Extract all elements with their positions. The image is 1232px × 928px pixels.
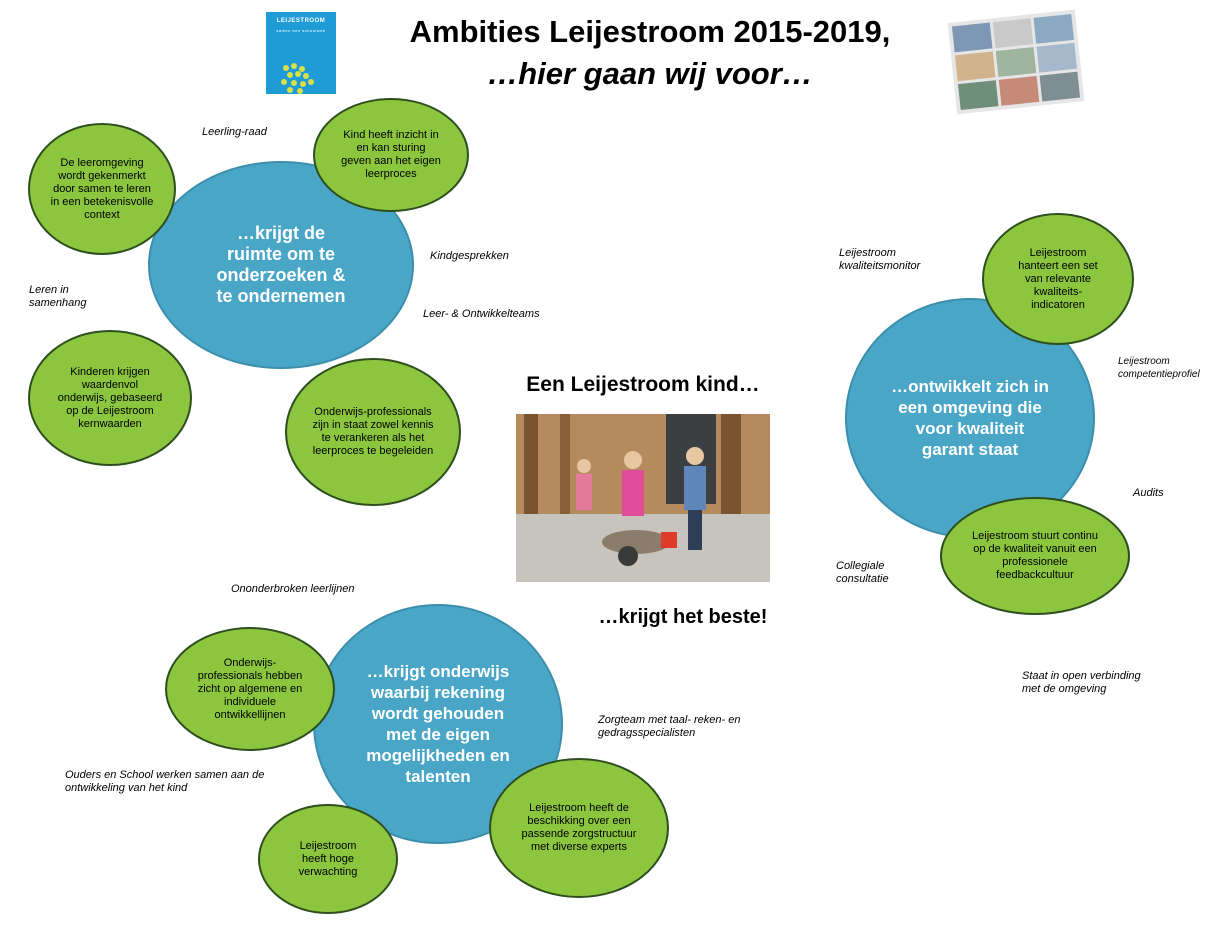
label-leren-samenhang: Leren in samenhang xyxy=(29,284,87,309)
bubble-zorgstructuur: Leijestroom heeft de beschikking over ee… xyxy=(489,758,669,898)
label-collegiale-consultatie: Collegiale consultatie xyxy=(836,560,889,585)
logo-subtext: samen een schoolweb xyxy=(276,28,326,33)
label-leer-ontwikkelteams: Leer- & Ontwikkelteams xyxy=(423,308,540,320)
circle-kwaliteit-text: …ontwikkelt zich in een omgeving die voo… xyxy=(891,377,1049,459)
children-wheelbarrow-image xyxy=(516,414,770,582)
label-leerlijnen: Ononderbroken leerlijnen xyxy=(231,583,355,595)
center-heading: Een Leijestroom kind… xyxy=(526,373,760,396)
bubble-inzicht: Kind heeft inzicht in en kan sturing gev… xyxy=(313,98,469,212)
label-leerlingraad: Leerling-raad xyxy=(202,126,267,138)
collage-image xyxy=(947,9,1085,115)
label-competentieprofiel: Leijestroom competentieprofiel xyxy=(1118,356,1200,380)
child-photo xyxy=(516,414,770,582)
circle-onderwijs-text: …krijgt onderwijs waarbij rekening wordt… xyxy=(366,662,510,786)
label-kwaliteitsmonitor: Leijestroom kwaliteitsmonitor xyxy=(839,247,921,272)
page-subtitle: …hier gaan wij voor… xyxy=(487,56,813,91)
bubble-ontwikkellijnen: Onderwijs-professionals hebben zicht op … xyxy=(165,627,335,751)
label-zorgteam: Zorgteam met taal- reken- en gedragsspec… xyxy=(598,714,741,739)
bubble-kwaliteitsindicatoren: Leijestroom hanteert een set van relevan… xyxy=(982,213,1134,345)
label-kindgesprekken: Kindgesprekken xyxy=(430,250,509,262)
logo-text: LEIJESTROOM xyxy=(276,18,326,24)
bubble-leeromgeving: De leeromgeving wordt gekenmerkt door sa… xyxy=(28,123,176,255)
bubble-hoge-verwachting: Leijestroom heeft hoge verwachting xyxy=(258,804,398,914)
bubble-kernwaarden: Kinderen krijgen waardenvol onderwijs, g… xyxy=(28,330,192,466)
bubble-feedbackcultuur: Leijestroom stuurt continu op de kwalite… xyxy=(940,497,1130,615)
label-audits: Audits xyxy=(1133,487,1164,499)
logo-dots-icon xyxy=(281,63,314,94)
label-open-verbinding: Staat in open verbinding met de omgeving xyxy=(1022,670,1141,695)
bubble-professionals-kennis: Onderwijs-professionals zijn in staat zo… xyxy=(285,358,461,506)
label-ouders-school: Ouders en School werken samen aan de ont… xyxy=(65,769,265,794)
circle-ruimte-text: …krijgt de ruimte om te onderzoeken & te… xyxy=(216,223,346,306)
center-footer: …krijgt het beste! xyxy=(598,606,768,628)
page-title: Ambities Leijestroom 2015-2019, xyxy=(409,14,891,49)
leijestroom-logo: LEIJESTROOM samen een schoolweb xyxy=(266,12,336,94)
